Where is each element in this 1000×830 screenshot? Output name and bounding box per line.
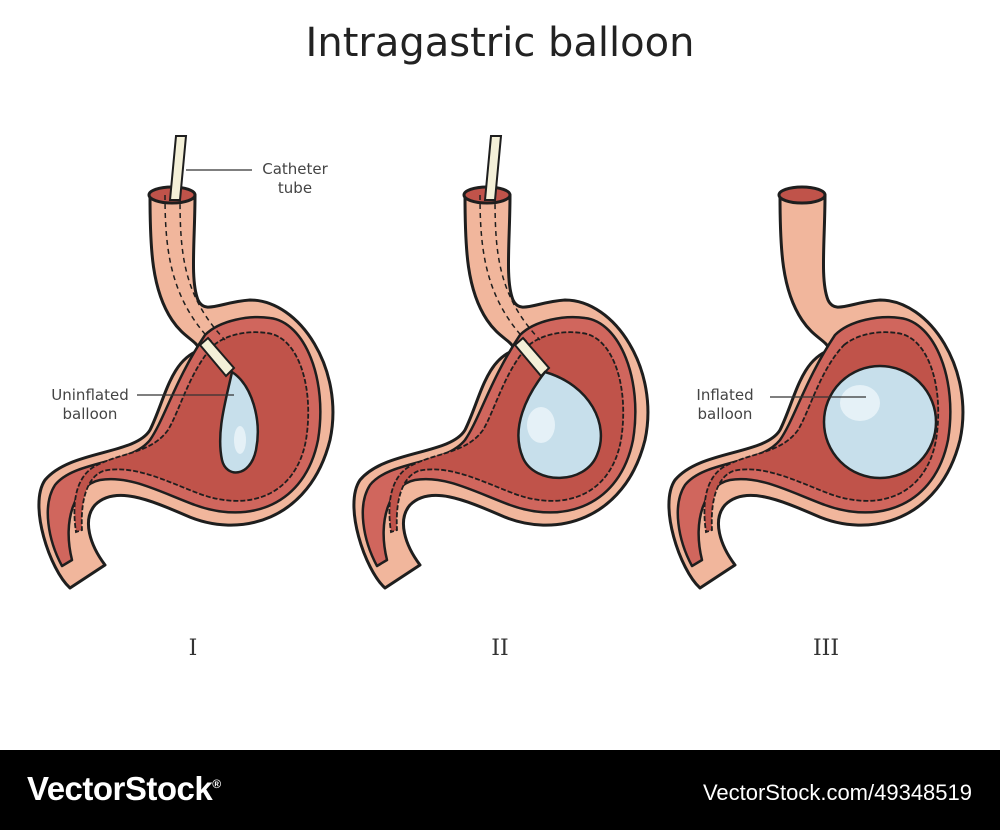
brand-logo[interactable]: VectorStock®: [27, 770, 221, 807]
stomach-stage-1: [37, 135, 335, 590]
footer-bar: [0, 750, 1000, 830]
partially-inflated-balloon: [517, 370, 603, 480]
inflated-balloon: [822, 364, 938, 480]
stage-label-3: III: [812, 636, 840, 661]
uninflated-balloon: [218, 369, 259, 474]
stage-label-1: I: [188, 636, 198, 661]
catheter-tube: [168, 135, 188, 201]
stage-label-2: II: [491, 636, 509, 661]
stomach-stage-2: [352, 135, 650, 590]
stomach-stage-3: [667, 185, 965, 590]
page-title: Intragastric balloon: [305, 20, 695, 66]
diagram-canvas: [37, 135, 965, 590]
image-reference[interactable]: VectorStock.com/49348519: [702, 780, 972, 805]
